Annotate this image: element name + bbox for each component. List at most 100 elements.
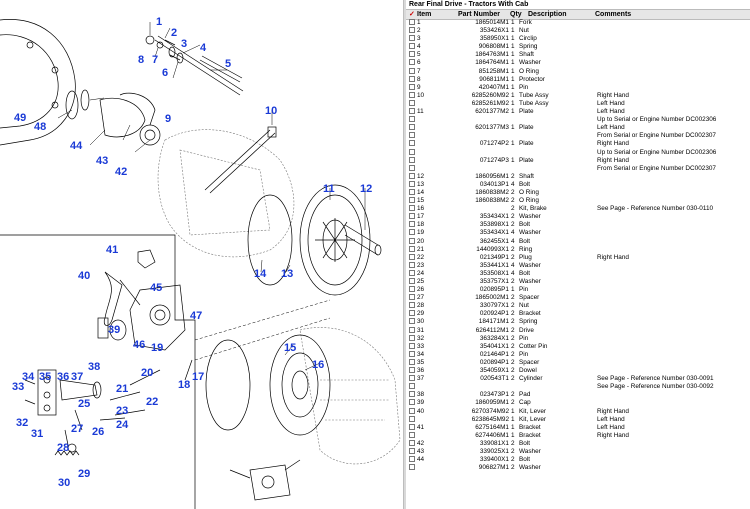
row-checkbox[interactable] bbox=[409, 318, 415, 325]
callout-28[interactable]: 28 bbox=[57, 442, 69, 454]
row-checkbox[interactable] bbox=[409, 456, 415, 463]
row-checkbox[interactable] bbox=[409, 358, 415, 365]
callout-26[interactable]: 26 bbox=[92, 426, 104, 438]
row-checkbox[interactable] bbox=[409, 188, 415, 195]
row-checkbox[interactable] bbox=[409, 261, 415, 268]
callout-31[interactable]: 31 bbox=[31, 428, 43, 440]
check-column-header[interactable]: ✓ bbox=[409, 11, 415, 18]
row-checkbox[interactable] bbox=[409, 156, 415, 163]
row-checkbox[interactable] bbox=[409, 439, 415, 446]
row-checkbox[interactable] bbox=[409, 229, 415, 236]
row-checkbox[interactable] bbox=[409, 180, 415, 187]
part-number-column-header[interactable]: Part Number bbox=[458, 11, 501, 18]
table-row[interactable]: Up to Serial or Engine Number DC002306 bbox=[406, 116, 750, 124]
row-checkbox[interactable] bbox=[409, 67, 415, 74]
row-checkbox[interactable] bbox=[409, 99, 415, 106]
row-checkbox[interactable] bbox=[409, 447, 415, 454]
row-checkbox[interactable] bbox=[409, 342, 415, 349]
callout-34[interactable]: 34 bbox=[22, 371, 35, 383]
callout-9[interactable]: 9 bbox=[165, 113, 171, 125]
callout-44[interactable]: 44 bbox=[70, 140, 83, 152]
row-checkbox[interactable] bbox=[409, 19, 415, 25]
row-checkbox[interactable] bbox=[409, 326, 415, 333]
callout-43[interactable]: 43 bbox=[96, 155, 108, 167]
row-checkbox[interactable] bbox=[409, 286, 415, 293]
table-row[interactable]: Up to Serial or Engine Number DC002306 bbox=[406, 148, 750, 157]
callout-37[interactable]: 37 bbox=[71, 371, 83, 383]
row-checkbox[interactable] bbox=[409, 172, 415, 179]
callout-14[interactable]: 14 bbox=[254, 268, 267, 280]
callout-3[interactable]: 3 bbox=[181, 38, 187, 50]
row-checkbox[interactable] bbox=[409, 197, 415, 204]
callout-48[interactable]: 48 bbox=[34, 121, 46, 133]
callout-6[interactable]: 6 bbox=[162, 67, 168, 79]
row-checkbox[interactable] bbox=[409, 415, 415, 422]
row-checkbox[interactable] bbox=[409, 391, 415, 398]
callout-23[interactable]: 23 bbox=[116, 405, 128, 417]
item-column-header[interactable]: Item bbox=[417, 11, 432, 18]
row-checkbox[interactable] bbox=[409, 91, 415, 98]
qty-column-header[interactable]: Qty bbox=[510, 11, 522, 18]
row-checkbox[interactable] bbox=[409, 75, 415, 82]
row-checkbox[interactable] bbox=[409, 237, 415, 244]
table-row[interactable]: See Page - Reference Number 030-0092 bbox=[406, 383, 750, 391]
callout-24[interactable]: 24 bbox=[116, 419, 129, 431]
row-checkbox[interactable] bbox=[409, 35, 415, 42]
callout-4[interactable]: 4 bbox=[200, 42, 207, 54]
row-checkbox[interactable] bbox=[409, 334, 415, 341]
row-checkbox[interactable] bbox=[409, 83, 415, 90]
splitter[interactable] bbox=[403, 0, 407, 509]
callout-8[interactable]: 8 bbox=[138, 54, 144, 66]
table-row[interactable]: From Serial or Engine Number DC002307 bbox=[406, 164, 750, 173]
row-checkbox[interactable] bbox=[409, 407, 415, 414]
row-checkbox[interactable] bbox=[409, 51, 415, 58]
row-checkbox[interactable] bbox=[409, 245, 415, 252]
callout-7[interactable]: 7 bbox=[152, 54, 158, 66]
callout-12[interactable]: 12 bbox=[360, 183, 372, 195]
row-checkbox[interactable] bbox=[409, 116, 415, 123]
callout-1[interactable]: 1 bbox=[156, 16, 162, 28]
callout-40[interactable]: 40 bbox=[78, 270, 90, 282]
row-checkbox[interactable] bbox=[409, 294, 415, 301]
callout-21[interactable]: 21 bbox=[116, 383, 128, 395]
callout-45[interactable]: 45 bbox=[150, 282, 162, 294]
row-checkbox[interactable] bbox=[409, 124, 415, 131]
callout-27[interactable]: 27 bbox=[71, 423, 83, 435]
callout-30[interactable]: 30 bbox=[58, 477, 70, 489]
callout-33[interactable]: 33 bbox=[12, 381, 24, 393]
callout-39[interactable]: 39 bbox=[108, 324, 120, 336]
row-checkbox[interactable] bbox=[409, 205, 415, 212]
callout-35[interactable]: 35 bbox=[39, 371, 51, 383]
